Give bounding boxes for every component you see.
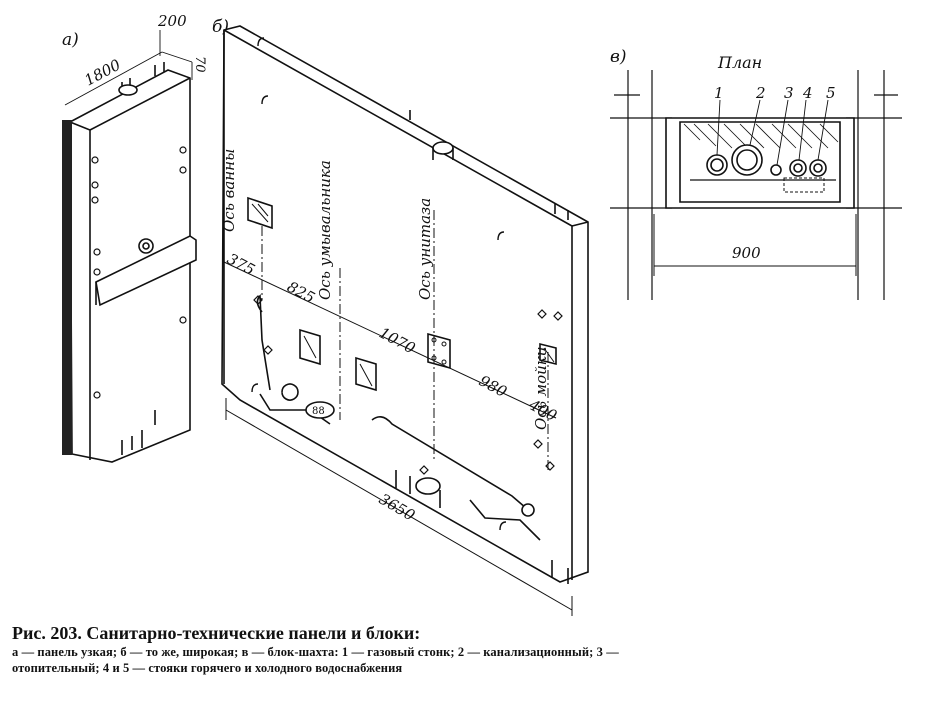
plan-label: План (717, 53, 762, 72)
axis-washbasin: Ось умывальника (316, 160, 334, 300)
fitting-badge: 88 (312, 406, 325, 417)
dim-900: 900 (732, 244, 761, 262)
figure-caption: Рис. 203. Санитарно-технические панели и… (12, 622, 924, 676)
figure-drawing: а) 1800 200 70 (62, 12, 902, 616)
pipe-num-4: 4 (802, 84, 813, 102)
axis-toilet: Ось унитаза (416, 198, 434, 300)
caption-line-1: а — панель узкая; б — то же, широкая; в … (12, 645, 619, 659)
caption-title: Рис. 203. Санитарно-технические панели и… (12, 623, 421, 643)
part-a-letter: а) (62, 30, 79, 50)
pipe-num-1: 1 (714, 84, 724, 102)
pipe-num-2: 2 (755, 84, 766, 102)
axis-sink: Ось мойки (532, 347, 550, 430)
shaft-block-plan: в) План 1 2 3 4 5 (610, 47, 902, 300)
panel-narrow: а) 1800 200 70 (62, 12, 207, 463)
part-a-dim-depth: 200 (157, 12, 187, 30)
caption-line-2: отопительный; 4 и 5 — стояки горячего и … (12, 661, 403, 675)
pipe-num-5: 5 (826, 84, 836, 102)
axis-bath: Ось ванны (220, 149, 238, 232)
part-a-dim-edge: 70 (192, 56, 207, 73)
pipe-num-3: 3 (784, 84, 794, 102)
part-c-letter: в) (610, 47, 627, 67)
panel-wide: б) (212, 17, 589, 616)
